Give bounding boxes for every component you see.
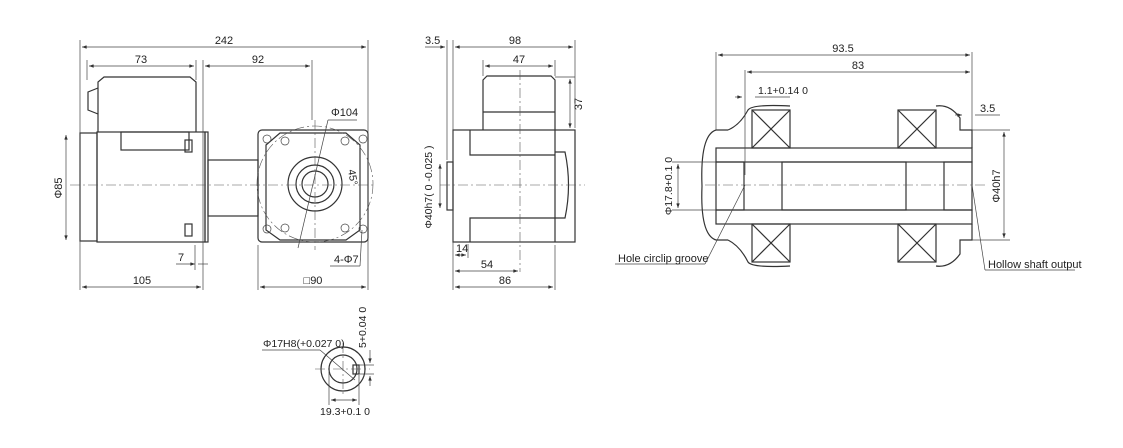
dim-bore: Φ17H8(+0.027 0): [263, 338, 345, 350]
dim-flange-offset: 7: [178, 252, 184, 264]
dim-overall-length: 242: [215, 35, 233, 47]
dim-outer-diameter: Φ40h7: [991, 169, 1003, 202]
dim-mount-holes: 4-Φ7: [334, 254, 359, 266]
dim-motor-length: 105: [133, 275, 151, 287]
bearing: [751, 109, 937, 263]
callout-hole-circlip-groove: Hole circlip groove: [618, 253, 708, 265]
callout-hollow-shaft-output: Hollow shaft output: [988, 259, 1082, 271]
dim-54: 54: [481, 259, 493, 271]
dim-86: 86: [499, 275, 511, 287]
side-view: 242 73 92 Φ85 105 7 Φ104 45° 4-Φ7 □90: [53, 35, 375, 290]
dim-bore-diameter: Φ17.8+0.1 0: [663, 157, 675, 215]
dim-boss-height: 3.5: [425, 35, 440, 47]
dim-key-depth: 19.3+0.1 0: [320, 406, 370, 418]
dim-groove-width: 1.1+0.14 0: [758, 85, 808, 97]
dim-key-width: 5+0.04 0: [357, 307, 369, 348]
dim-terminal-box-height: 37: [573, 98, 585, 110]
dim-angle: 45°: [345, 168, 360, 186]
dim-gearhead-length: 92: [252, 54, 264, 66]
dim-end-offset: 3.5: [980, 103, 995, 115]
dim-overall: 93.5: [832, 43, 853, 55]
dim-flange-square: □90: [304, 275, 323, 287]
dim-inner: 83: [852, 60, 864, 72]
dim-pcd: Φ104: [331, 107, 358, 119]
dim-terminal-box-width: 47: [513, 54, 525, 66]
dim-14: 14: [456, 243, 468, 255]
front-view: 3.5 98 47 37 Φ40h7( 0 -0.025 ) 14 54 86: [423, 35, 585, 290]
dim-overall-width: 98: [509, 35, 521, 47]
dim-terminal-box-length: 73: [135, 54, 147, 66]
section-view: 93.5 83 1.1+0.14 0 3.5 Φ17.8+0.1 0 Φ40h7…: [615, 43, 1082, 271]
dim-boss-diameter: Φ40h7( 0 -0.025 ): [423, 145, 435, 228]
dim-motor-diameter: Φ85: [53, 177, 65, 198]
bore-detail: Φ17H8(+0.027 0) 5+0.04 0 19.3+0.1 0: [262, 307, 374, 418]
